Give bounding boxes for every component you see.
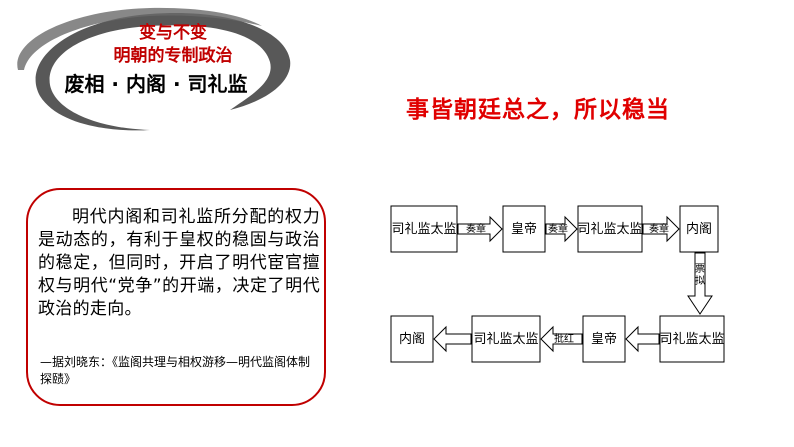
node-label: 皇帝 <box>511 221 537 237</box>
arrow-label: 奏章 <box>548 222 568 235</box>
arrow-label: 奏章 <box>649 222 669 235</box>
arrow-r2-1 <box>434 327 471 351</box>
arrow-r2-3 <box>626 327 659 351</box>
arrow-label: 奏章 <box>466 222 486 235</box>
node-label: 司礼监太监 <box>659 331 724 347</box>
node-label: 司礼监太监 <box>473 331 538 347</box>
arrow-label: 批红 <box>554 332 574 345</box>
node-label: 司礼监太监 <box>577 221 642 237</box>
node-label: 司礼监太监 <box>391 221 456 237</box>
down-arrow-label-2: 拟 <box>695 274 705 287</box>
node-label: 皇帝 <box>591 331 617 347</box>
node-label: 内阁 <box>686 221 712 237</box>
node-label: 内阁 <box>399 331 425 347</box>
down-arrow-label-1: 票 <box>695 263 705 275</box>
